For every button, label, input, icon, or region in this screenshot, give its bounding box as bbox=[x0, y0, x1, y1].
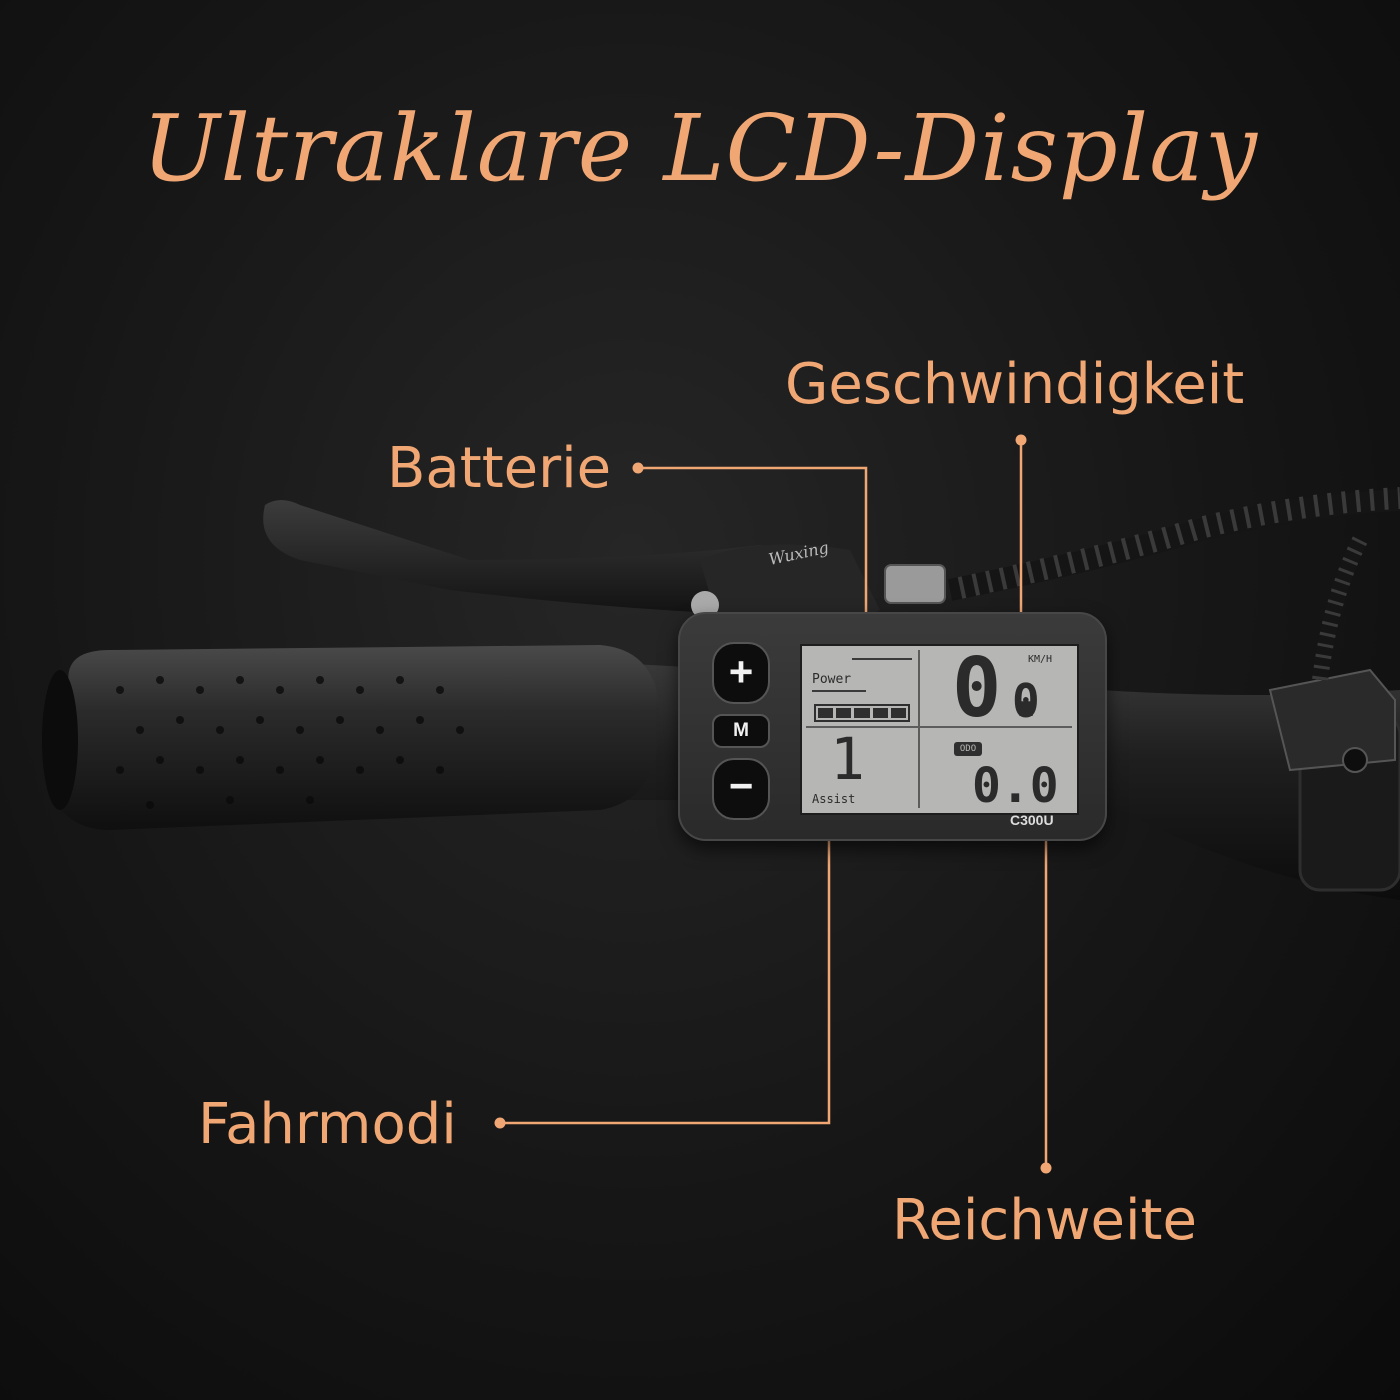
callout-speed: Geschwindigkeit bbox=[785, 352, 1245, 417]
lcd-screen: Power KM/H 0. 0 1 Assist ODO 0.0 bbox=[800, 644, 1079, 815]
callout-modes: Fahrmodi bbox=[198, 1092, 457, 1157]
grip-end bbox=[42, 670, 78, 810]
lcd-display-unit: + M − Power KM/H 0. 0 1 Assist ODO 0.0 C… bbox=[678, 612, 1107, 841]
power-underline bbox=[812, 690, 866, 692]
plus-button[interactable]: + bbox=[712, 642, 770, 704]
battery-segment bbox=[818, 708, 834, 718]
cable-down bbox=[1312, 536, 1368, 681]
battery-segment bbox=[890, 708, 907, 718]
battery-segment bbox=[836, 708, 852, 718]
right-switch bbox=[1268, 668, 1396, 772]
power-top-line bbox=[852, 658, 912, 660]
cable-coil bbox=[947, 489, 1400, 601]
speed-value: 0. bbox=[952, 641, 1051, 736]
grip bbox=[45, 645, 660, 830]
battery-segment bbox=[872, 708, 888, 718]
speed-decimal: 0 bbox=[1012, 674, 1040, 728]
screen-divider-vertical bbox=[918, 650, 920, 808]
battery-leader bbox=[640, 466, 868, 673]
bolt-icon bbox=[1342, 747, 1368, 773]
minus-button[interactable]: − bbox=[712, 758, 770, 820]
callout-dots bbox=[494, 434, 1052, 1174]
mode-button[interactable]: M bbox=[712, 714, 770, 748]
model-label: C300U bbox=[1010, 812, 1054, 828]
range-value: 0.0 bbox=[972, 758, 1059, 814]
headline: Ultraklare LCD-Display bbox=[141, 95, 1259, 202]
odo-badge: ODO bbox=[954, 742, 982, 756]
callout-range: Reichweite bbox=[892, 1188, 1197, 1253]
power-label: Power bbox=[812, 672, 852, 687]
battery-gauge bbox=[814, 704, 910, 722]
speed-unit: KM/H bbox=[1028, 654, 1053, 665]
screen-divider-horizontal bbox=[806, 726, 1072, 728]
battery-segment bbox=[854, 708, 870, 718]
callout-battery: Batterie bbox=[387, 436, 612, 501]
assist-label: Assist bbox=[812, 792, 856, 806]
assist-level: 1 bbox=[830, 725, 865, 793]
grip-texture bbox=[116, 676, 464, 809]
modes-leader bbox=[500, 812, 831, 1125]
brake-adjuster bbox=[884, 564, 946, 604]
callout-lines bbox=[500, 440, 1048, 1168]
